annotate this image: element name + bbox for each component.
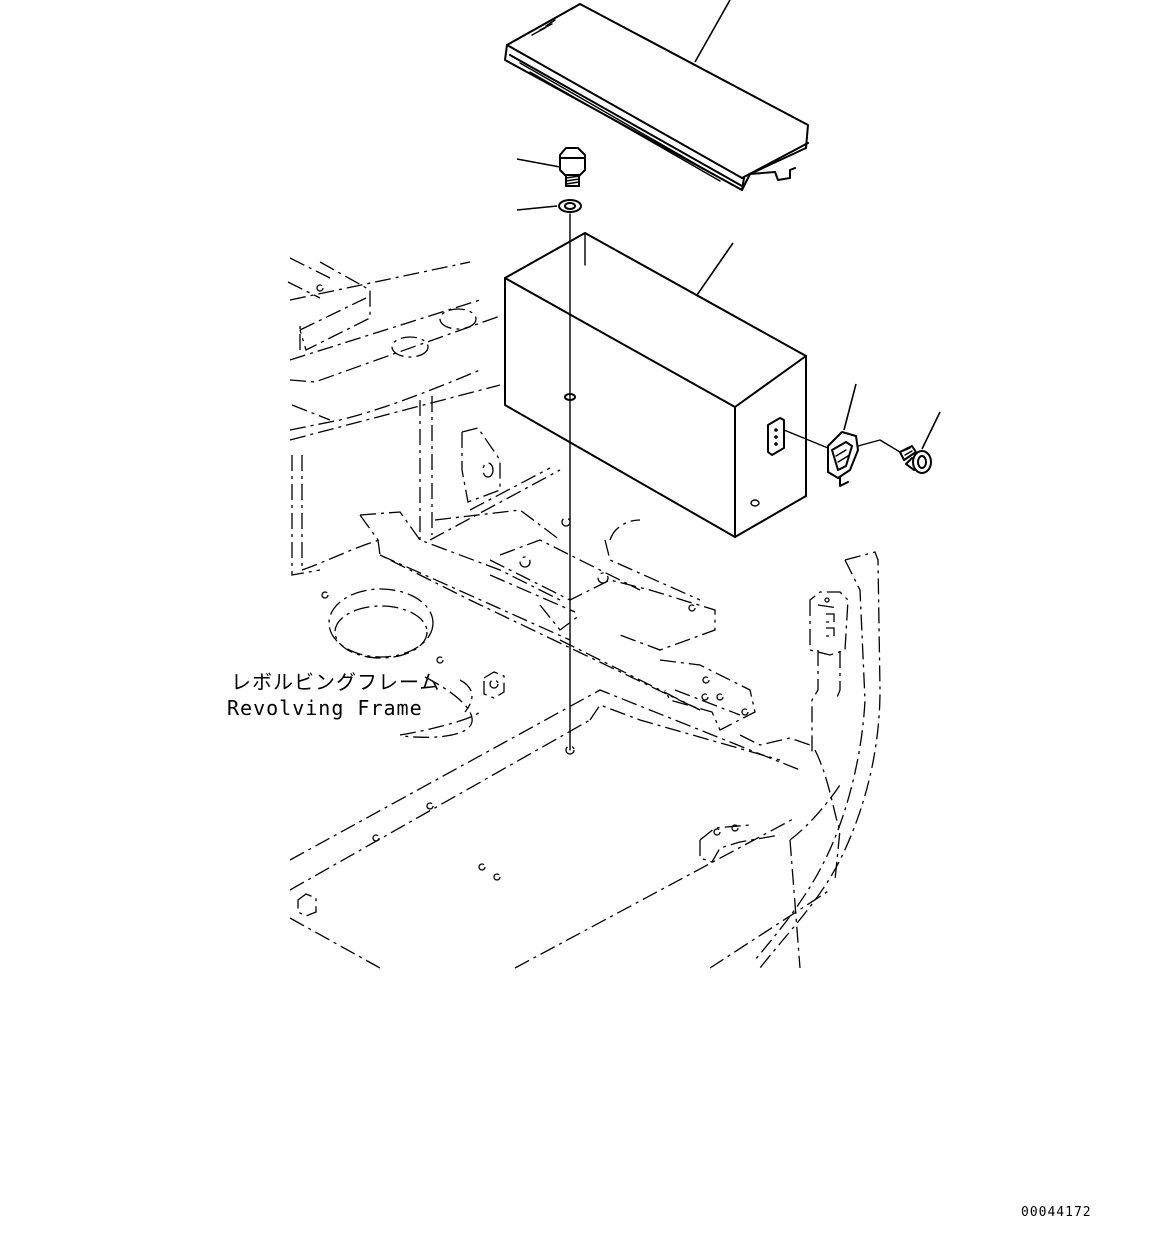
leader-line-screw: [921, 411, 941, 450]
frame-label-leader: [401, 676, 473, 738]
leader-line-latch: [843, 383, 857, 431]
battery-box-cover: [504, 3, 809, 191]
frame-label-japanese: レボルビングフレーム: [231, 670, 441, 694]
drawing-code: 00044172: [1021, 1205, 1092, 1220]
leader-line-washer: [516, 205, 558, 211]
latch: [783, 429, 901, 487]
revolving-frame-outline: [287, 257, 881, 969]
leader-line-box: [696, 242, 734, 296]
leader-line-cover: [694, 0, 731, 63]
bolt: [559, 147, 586, 187]
battery-box: [504, 232, 807, 538]
screw: [899, 445, 932, 474]
leader-line-bolt: [516, 158, 561, 168]
washer: [558, 199, 582, 213]
frame-label-english: Revolving Frame: [227, 696, 423, 720]
